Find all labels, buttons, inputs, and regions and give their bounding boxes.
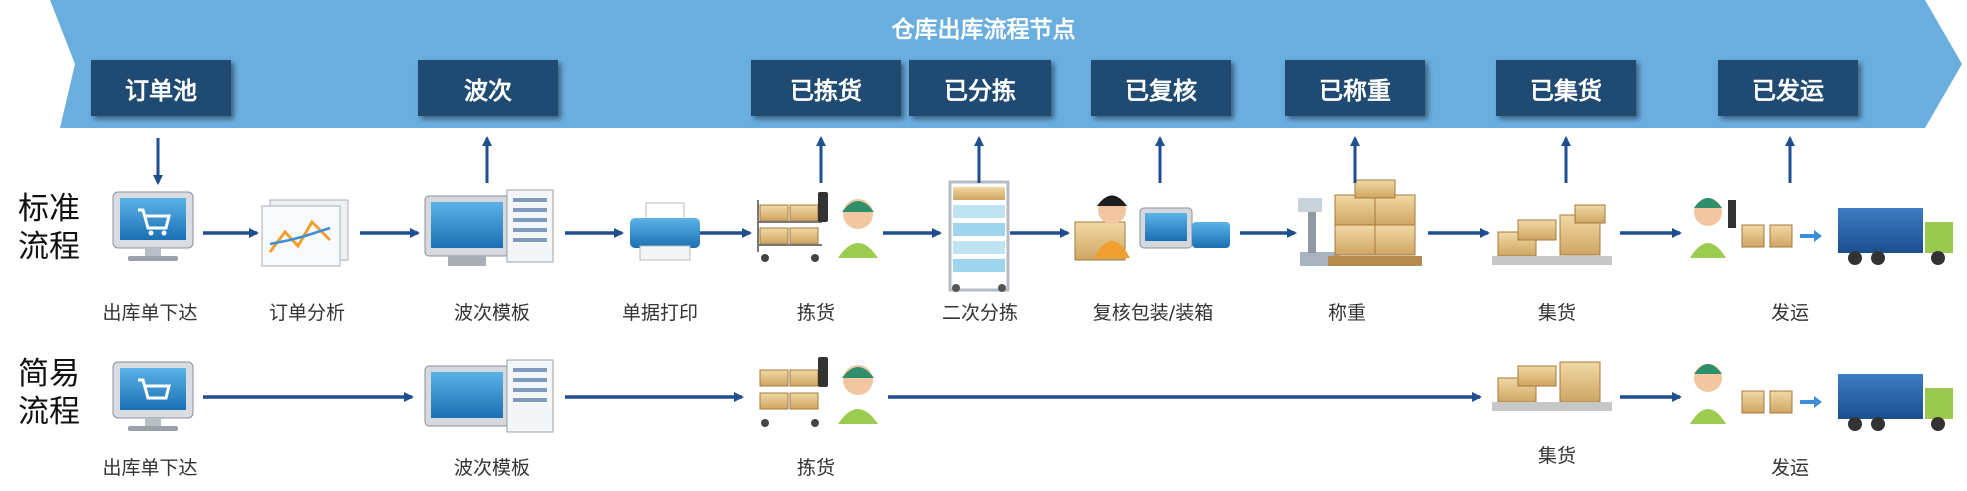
step-recheck-pack: 复核包装/装箱 xyxy=(1092,302,1214,324)
simple-flow-label: 简易 流程 xyxy=(18,356,80,430)
step-order-issue: 出库单下达 xyxy=(102,457,198,479)
step-weighing: 称重 xyxy=(1327,302,1367,324)
step-picking: 拣货 xyxy=(796,457,836,479)
standard-flow-label: 标准 流程 xyxy=(18,191,80,265)
step-consolidation: 集货 xyxy=(1537,302,1577,324)
step-secondary-sort: 二次分拣 xyxy=(941,302,1019,324)
status-arrows xyxy=(153,136,1795,185)
shipping-truck-icon xyxy=(1690,198,1953,265)
step-consolidation: 集货 xyxy=(1537,445,1577,467)
pallet-boxes-icon xyxy=(1492,204,1612,265)
step-order-analysis: 订单分析 xyxy=(268,302,346,324)
pallet-boxes-icon xyxy=(1492,361,1612,411)
step-order-issue: 出库单下达 xyxy=(102,302,198,324)
node-consolidated: 已集货 xyxy=(1496,60,1636,116)
step-shipping: 发运 xyxy=(1770,457,1810,479)
printer-icon xyxy=(630,202,700,261)
step-picking: 拣货 xyxy=(796,302,836,324)
node-order-pool: 订单池 xyxy=(91,60,231,116)
node-sorted: 已分拣 xyxy=(909,60,1051,116)
step-wave-template: 波次模板 xyxy=(453,457,531,479)
packer-icon xyxy=(1074,195,1230,261)
server-documents-icon xyxy=(424,189,554,266)
sorting-rack-icon xyxy=(948,180,1010,292)
node-shipped: 已发运 xyxy=(1718,60,1858,116)
computer-cart-icon xyxy=(112,191,194,261)
node-picked: 已拣货 xyxy=(751,60,901,116)
node-wave: 波次 xyxy=(418,60,558,116)
picker-cart-icon xyxy=(759,357,878,427)
step-shipping: 发运 xyxy=(1770,302,1810,324)
server-documents-icon xyxy=(424,359,554,433)
step-document-print: 单据打印 xyxy=(621,302,699,324)
analysis-report-icon xyxy=(261,199,349,267)
node-rechecked: 已复核 xyxy=(1091,60,1231,116)
banner-title: 仓库出库流程节点 xyxy=(891,17,1076,43)
step-wave-template: 波次模板 xyxy=(453,302,531,324)
computer-cart-icon xyxy=(112,361,194,431)
scale-boxes-icon xyxy=(1298,179,1422,266)
node-weighed: 已称重 xyxy=(1285,60,1425,116)
picker-cart-icon xyxy=(757,192,878,262)
shipping-truck-icon xyxy=(1690,364,1953,431)
